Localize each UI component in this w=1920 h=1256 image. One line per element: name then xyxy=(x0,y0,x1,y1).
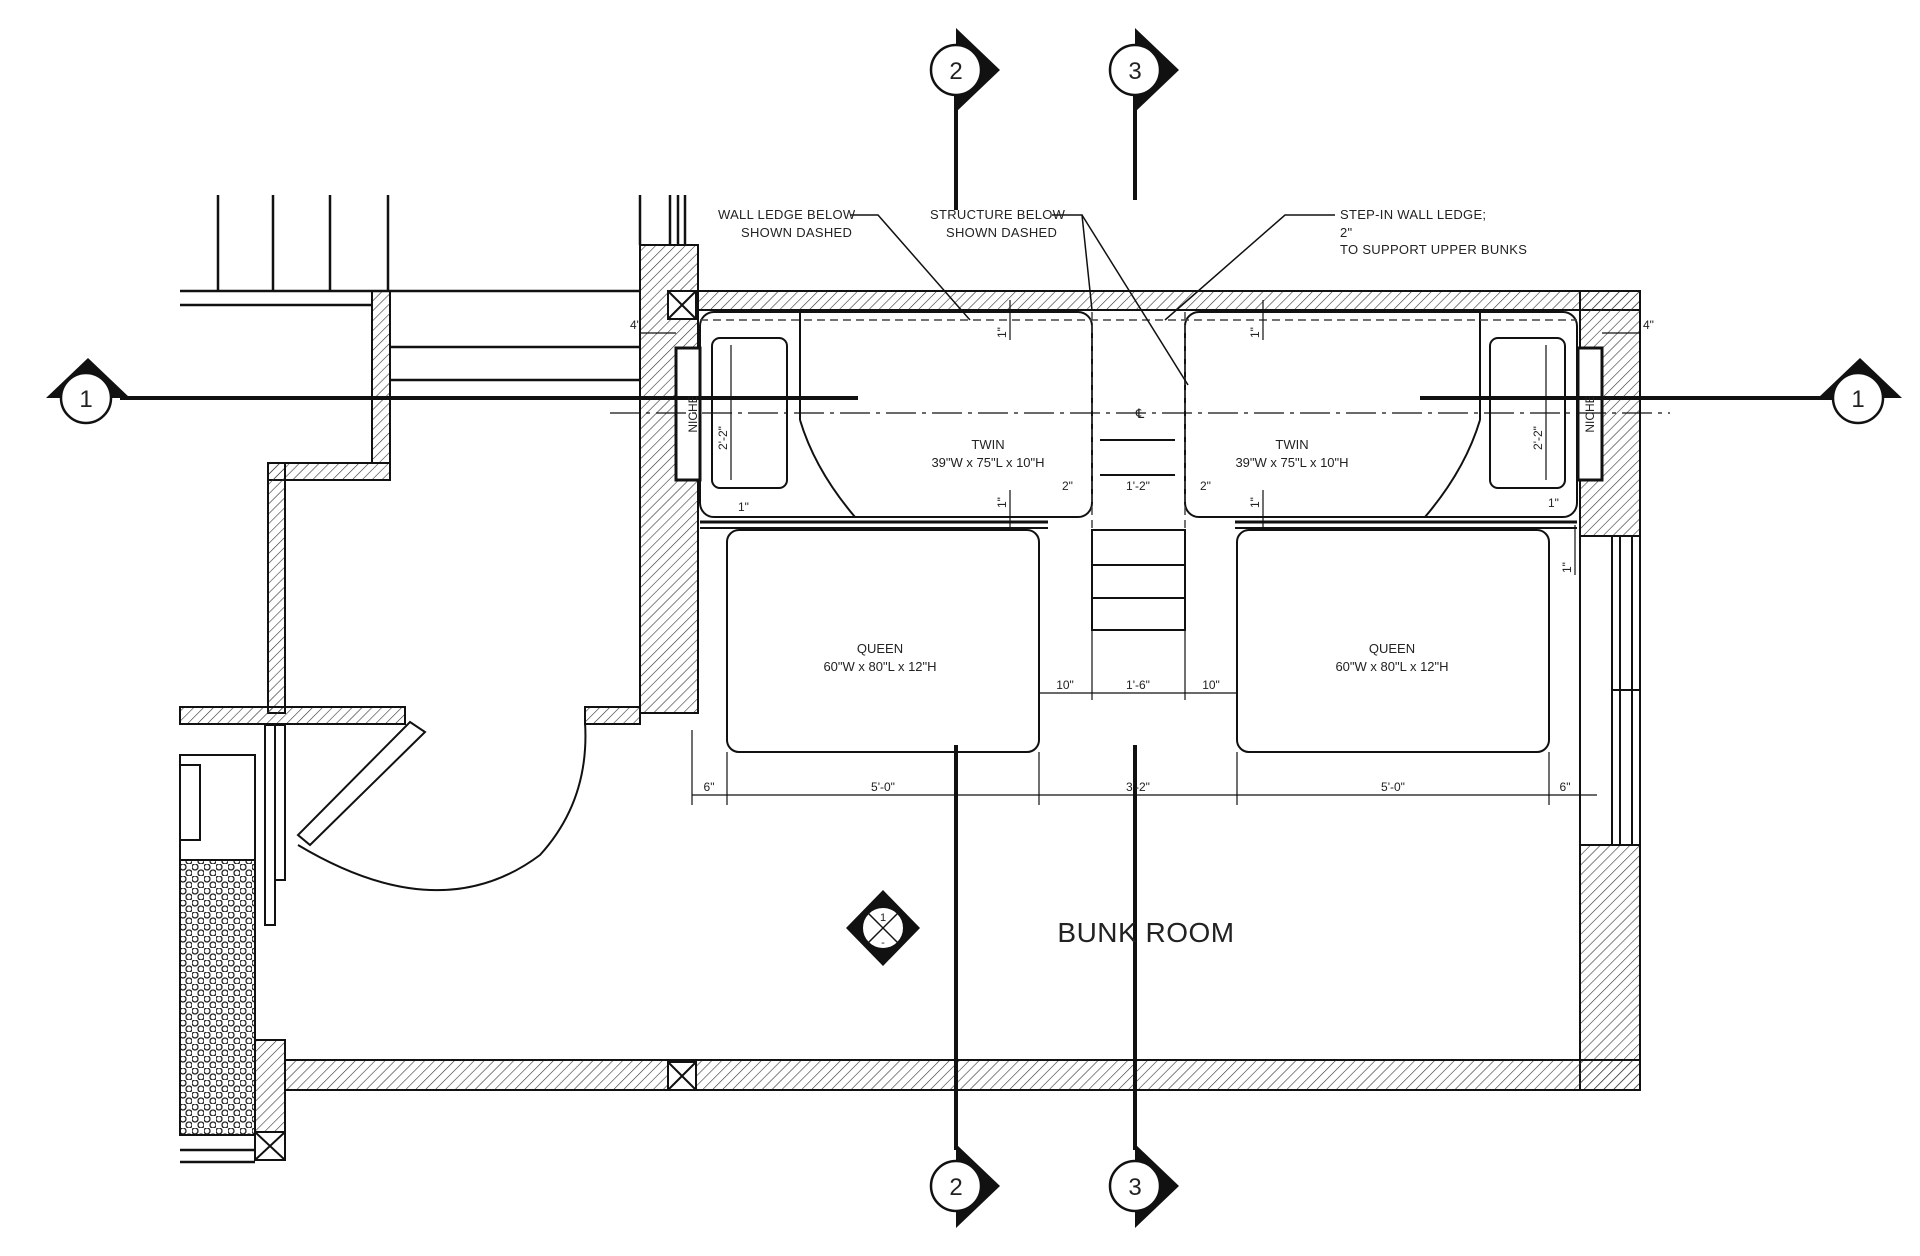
window-right xyxy=(1611,535,1641,846)
wall-ledge-dashed xyxy=(700,312,1577,530)
note-step-in-l3: TO SUPPORT UPPER BUNKS xyxy=(1340,242,1527,257)
elevation-tag-bottom: - xyxy=(881,937,885,949)
twin-bunk-left xyxy=(699,311,1093,518)
dim-5ft-right: 5'-0" xyxy=(1381,780,1405,794)
queen-bed-right xyxy=(1236,529,1550,753)
queen-size-left: 60"W x 80"L x 12"H xyxy=(823,659,936,674)
twin-size-right: 39"W x 75"L x 10"H xyxy=(1235,455,1348,470)
section-marker-1-left: 1 xyxy=(46,358,130,425)
dim-10in-left: 10" xyxy=(1056,678,1074,692)
room-name: BUNK ROOM xyxy=(1057,917,1234,948)
niche-left xyxy=(674,346,702,482)
dim-2in-right: 2" xyxy=(1200,479,1211,493)
dim-1in-top-left: 1" xyxy=(995,327,1009,338)
queen-label-left: QUEEN xyxy=(857,641,903,656)
section-marker-3-bottom: 3 xyxy=(1108,1144,1179,1228)
adjacent-building xyxy=(180,195,687,1164)
twin-label-right: TWIN xyxy=(1275,437,1308,452)
dim-ladder-gap: 1'-2" xyxy=(1126,479,1150,493)
dim-1in-bot-right: 1" xyxy=(1248,497,1262,508)
section-number-2-top: 2 xyxy=(949,58,962,85)
dim-1in-niche-right: 1" xyxy=(1548,496,1559,510)
l-wall-horizontal xyxy=(267,462,391,481)
dim-4in-right: 4" xyxy=(1643,318,1654,332)
leader-lines xyxy=(850,214,1335,386)
dim-10in-right: 10" xyxy=(1202,678,1220,692)
twin-label-left: TWIN xyxy=(971,437,1004,452)
section-number-3-top: 3 xyxy=(1128,58,1141,85)
dim-1in-bot-left: 1" xyxy=(995,497,1009,508)
section-number-1-right: 1 xyxy=(1851,386,1864,413)
l-wall-vertical xyxy=(267,462,286,714)
note-structure-l2: SHOWN DASHED xyxy=(946,225,1057,240)
cabinet-left xyxy=(179,724,286,926)
section-number-1-left: 1 xyxy=(79,386,92,413)
dim-ladder-width: 1'-6" xyxy=(1126,678,1150,692)
section-lines xyxy=(120,95,1850,1150)
section-marker-3-top: 3 xyxy=(1108,28,1179,112)
dim-5ft-left: 5'-0" xyxy=(871,780,895,794)
elevation-tag: 1 - xyxy=(846,890,920,966)
section-number-3-bottom: 3 xyxy=(1128,1174,1141,1201)
queen-bed-left xyxy=(726,529,1040,753)
dim-6in-right: 6" xyxy=(1560,780,1571,794)
centerline-symbol: ℄ xyxy=(1135,406,1145,421)
dim-1in-window: 1" xyxy=(1560,562,1574,573)
bunk-left xyxy=(699,311,1093,529)
walls xyxy=(179,244,1641,1161)
gravel-area xyxy=(179,859,256,1136)
note-step-in-l2: 2" xyxy=(1340,225,1353,240)
door-jamb-right xyxy=(584,706,641,725)
note-structure-l1: STRUCTURE BELOW xyxy=(930,207,1066,222)
dim-1in-top-right: 1" xyxy=(1248,327,1262,338)
bunk-right xyxy=(1184,311,1578,529)
right-wall-lower xyxy=(1579,844,1641,1091)
dim-4in-left: 4" xyxy=(630,318,641,332)
dimension-lines xyxy=(640,300,1640,805)
section-marker-1-right: 1 xyxy=(1818,358,1902,425)
twin-bunk-right xyxy=(1184,311,1578,518)
annotation-text: WALL LEDGE BELOW SHOWN DASHED STRUCTURE … xyxy=(630,207,1654,948)
niche-label-left: NICHE xyxy=(686,395,700,432)
elevation-tag-top: 1 xyxy=(880,912,886,924)
dim-pillow-right: 2'-2" xyxy=(1531,426,1545,450)
door-swing xyxy=(296,720,587,892)
note-step-in-l1: STEP-IN WALL LEDGE; xyxy=(1340,207,1486,222)
structural-posts xyxy=(254,290,697,1161)
twin-size-left: 39"W x 75"L x 10"H xyxy=(931,455,1044,470)
dim-3ft2-center: 3'-2" xyxy=(1126,780,1150,794)
ladder xyxy=(1091,439,1186,631)
dim-pillow-left: 2'-2" xyxy=(716,426,730,450)
note-wall-ledge-l1: WALL LEDGE BELOW xyxy=(718,207,856,222)
door-jamb-left xyxy=(179,706,406,725)
queen-label-right: QUEEN xyxy=(1369,641,1415,656)
niches xyxy=(674,346,1604,482)
queen-size-right: 60"W x 80"L x 12"H xyxy=(1335,659,1448,674)
section-number-2-bottom: 2 xyxy=(949,1174,962,1201)
niche-label-right: NICHE xyxy=(1583,395,1597,432)
section-marker-2-top: 2 xyxy=(929,28,1000,112)
note-wall-ledge-l2: SHOWN DASHED xyxy=(741,225,852,240)
corridor-wall xyxy=(371,290,391,464)
niche-right xyxy=(1576,346,1604,482)
dim-6in-left: 6" xyxy=(704,780,715,794)
top-wall xyxy=(697,290,1641,311)
bottom-wall xyxy=(284,1059,1641,1091)
dim-1in-niche-left: 1" xyxy=(738,500,749,514)
dim-2in-left: 2" xyxy=(1062,479,1073,493)
section-marker-2-bottom: 2 xyxy=(929,1144,1000,1228)
